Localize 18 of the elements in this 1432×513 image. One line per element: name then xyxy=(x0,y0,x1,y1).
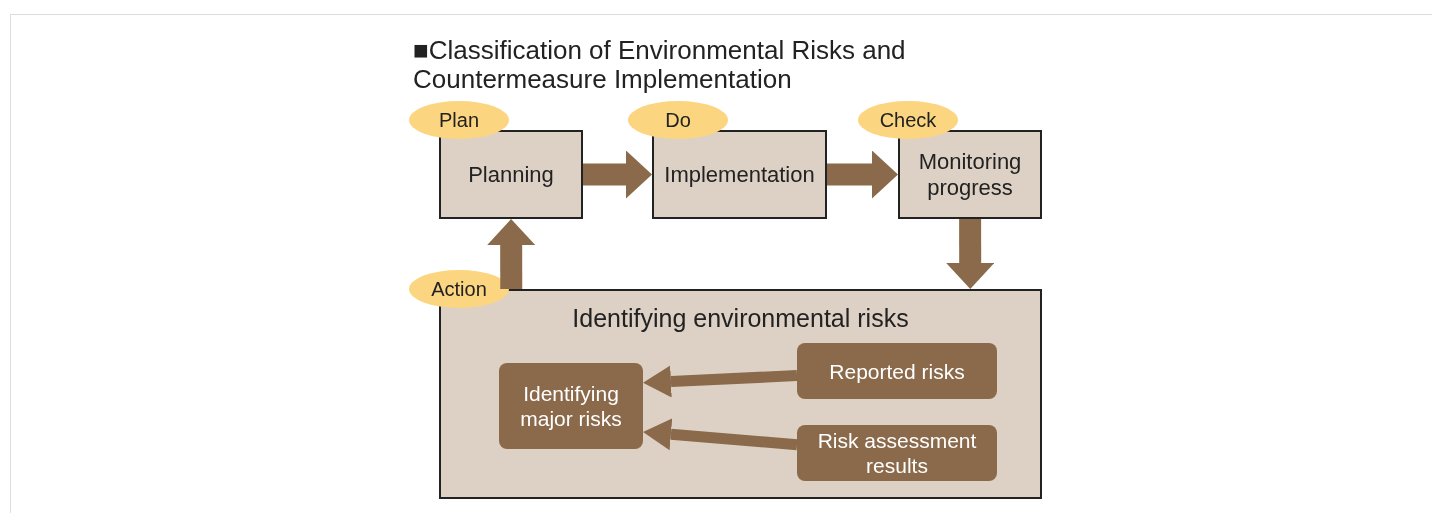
risk-box: Reported risks xyxy=(797,343,997,399)
step-box: Implementation xyxy=(652,130,827,219)
risk-box: Identifying major risks xyxy=(499,363,643,449)
block-arrow xyxy=(487,219,536,290)
panel-heading: Identifying environmental risks xyxy=(571,303,910,334)
step-box: Planning xyxy=(439,130,583,219)
block-arrow xyxy=(827,150,898,199)
phase-oval: Plan xyxy=(409,101,509,139)
block-arrow xyxy=(583,150,652,199)
risk-box: Risk assessment results xyxy=(797,425,997,481)
phase-oval: Check xyxy=(858,101,958,139)
phase-oval: Action xyxy=(409,270,509,308)
phase-oval: Do xyxy=(628,101,728,139)
block-arrow xyxy=(643,365,798,398)
diagram-title: ■Classification of Environmental Risks and Countermeasure Implementation xyxy=(413,36,907,94)
block-arrow xyxy=(643,418,798,451)
step-box: Monitoring progress xyxy=(898,130,1042,219)
block-arrow xyxy=(946,218,995,289)
